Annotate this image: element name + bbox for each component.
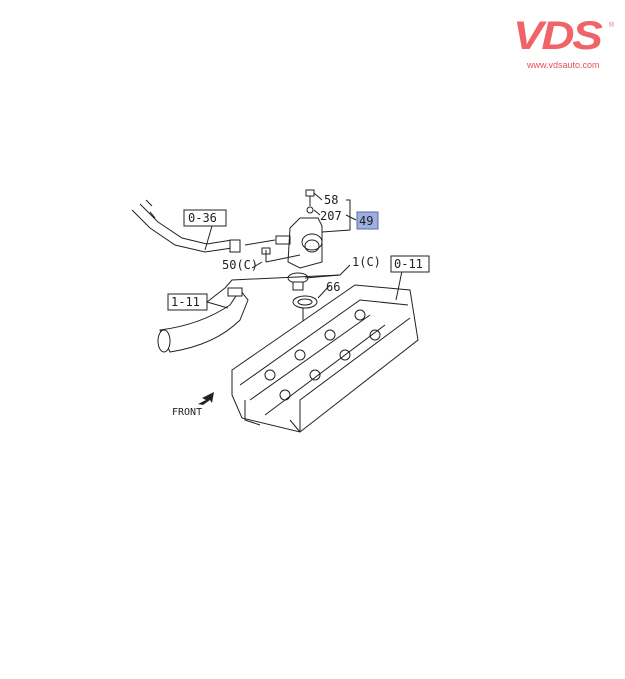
thermostat-housing-drawing [244,189,323,269]
callout-0-11-box [390,255,430,273]
callout-0-36[interactable]: 0-36 [188,211,217,225]
callout-58[interactable]: 58 [324,193,338,207]
callout-0-36-box [183,209,227,227]
bypass-hose-drawing [131,199,241,253]
cylinder-head-drawing [231,284,419,433]
logo-url[interactable]: www.vdsauto.com [527,60,600,70]
callout-49[interactable]: 49 [359,214,373,228]
leader-lines [204,192,403,309]
callout-1-11[interactable]: 1-11 [171,295,200,309]
front-arrow-icon [198,392,214,405]
callout-50c[interactable]: 50(C) [222,258,258,272]
logo-registered: ® [609,22,615,29]
front-label: FRONT [172,407,202,418]
callout-66[interactable]: 66 [326,280,340,294]
callout-207[interactable]: 207 [320,209,342,223]
callout-1-11-box [167,293,208,311]
radiator-hose-drawing [157,287,249,353]
callout-1c[interactable]: 1(C) [352,255,381,269]
vds-logo: VDS ® www.vdsauto.com [510,14,615,75]
callout-49-highlight [356,211,379,230]
logo-brand: VDS [513,14,603,58]
callout-0-11[interactable]: 0-11 [394,257,423,271]
